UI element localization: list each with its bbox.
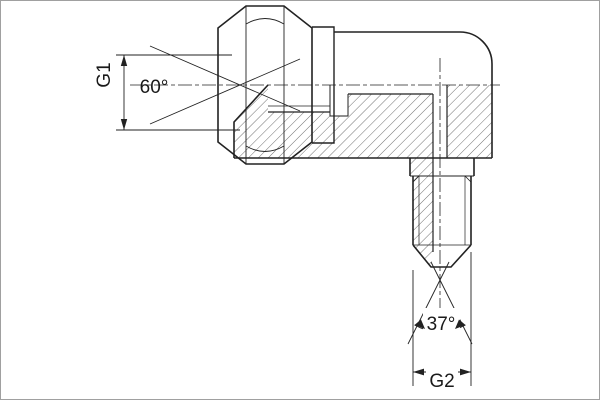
g2-arrow-right <box>460 368 471 376</box>
g1-arrow-up <box>120 55 128 66</box>
g2-label: G2 <box>429 371 454 392</box>
male-stud <box>409 158 475 268</box>
g2-dimension: G2 <box>412 252 472 393</box>
elbow-body-outline <box>233 31 493 159</box>
thread-root-lines <box>418 176 466 245</box>
flare-angle-annotation: 37° <box>407 261 473 345</box>
g1-dimension: G1 <box>94 54 240 131</box>
vertical-branch-section <box>410 158 433 267</box>
g2-arrow-left <box>413 368 424 376</box>
seat-cone-edge <box>233 84 269 158</box>
flare-arc-arrow-left <box>414 319 425 329</box>
hex-chamfer-arcs <box>245 18 285 152</box>
hex-nut-outline <box>217 5 313 165</box>
seat-angle-annotation: 60° <box>140 45 301 125</box>
vertical-bore <box>433 85 447 158</box>
internal-features <box>268 85 448 252</box>
g1-label: G1 <box>94 62 115 87</box>
horizontal-bore <box>348 85 433 94</box>
thread-crest-lines <box>412 176 472 245</box>
flare-label-mask <box>423 308 460 336</box>
g1-extension-lines <box>116 54 240 131</box>
stud-collar-sides <box>409 158 475 176</box>
seat-angle-lines <box>149 45 301 125</box>
section-hatching <box>234 85 492 267</box>
body-top-and-corner <box>334 31 493 158</box>
cone-tip <box>412 244 472 268</box>
g2-label-mask <box>426 366 458 393</box>
g2-extension-lines <box>412 252 472 386</box>
centerlines <box>130 58 500 318</box>
thread-chamfers <box>412 175 472 183</box>
relief-groove <box>330 85 348 116</box>
flare-angle-label: 37° <box>427 314 456 335</box>
relief-groove-outline <box>329 85 349 117</box>
female-thread-bore <box>268 85 332 112</box>
flare-angle-lines <box>407 261 473 345</box>
flare-arc-arrow-right <box>455 319 466 329</box>
seat-angle-label: 60° <box>140 77 169 98</box>
g1-arrow-down <box>120 119 128 130</box>
